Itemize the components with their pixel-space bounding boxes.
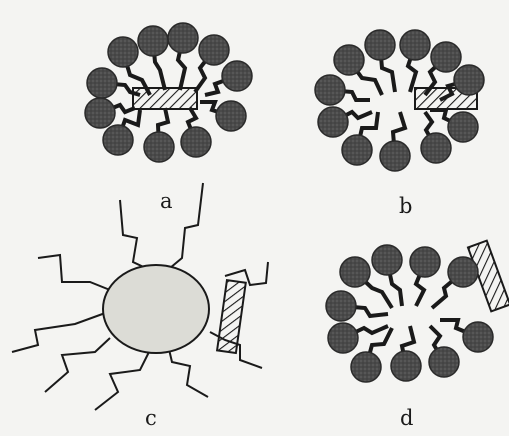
panel-label-a: a (160, 191, 173, 212)
drug-rod-a (133, 88, 197, 109)
panel-label-d: d (400, 408, 413, 429)
heads-d (326, 245, 493, 382)
micelle-d (326, 241, 509, 382)
micelle-a (85, 23, 252, 162)
swollen-particle-c (12, 183, 268, 410)
panel-label-c: c (145, 408, 157, 429)
swollen-core (103, 265, 209, 353)
drug-rod-c (217, 280, 246, 353)
micelle-b (315, 30, 484, 171)
panel-label-b: b (399, 196, 412, 217)
